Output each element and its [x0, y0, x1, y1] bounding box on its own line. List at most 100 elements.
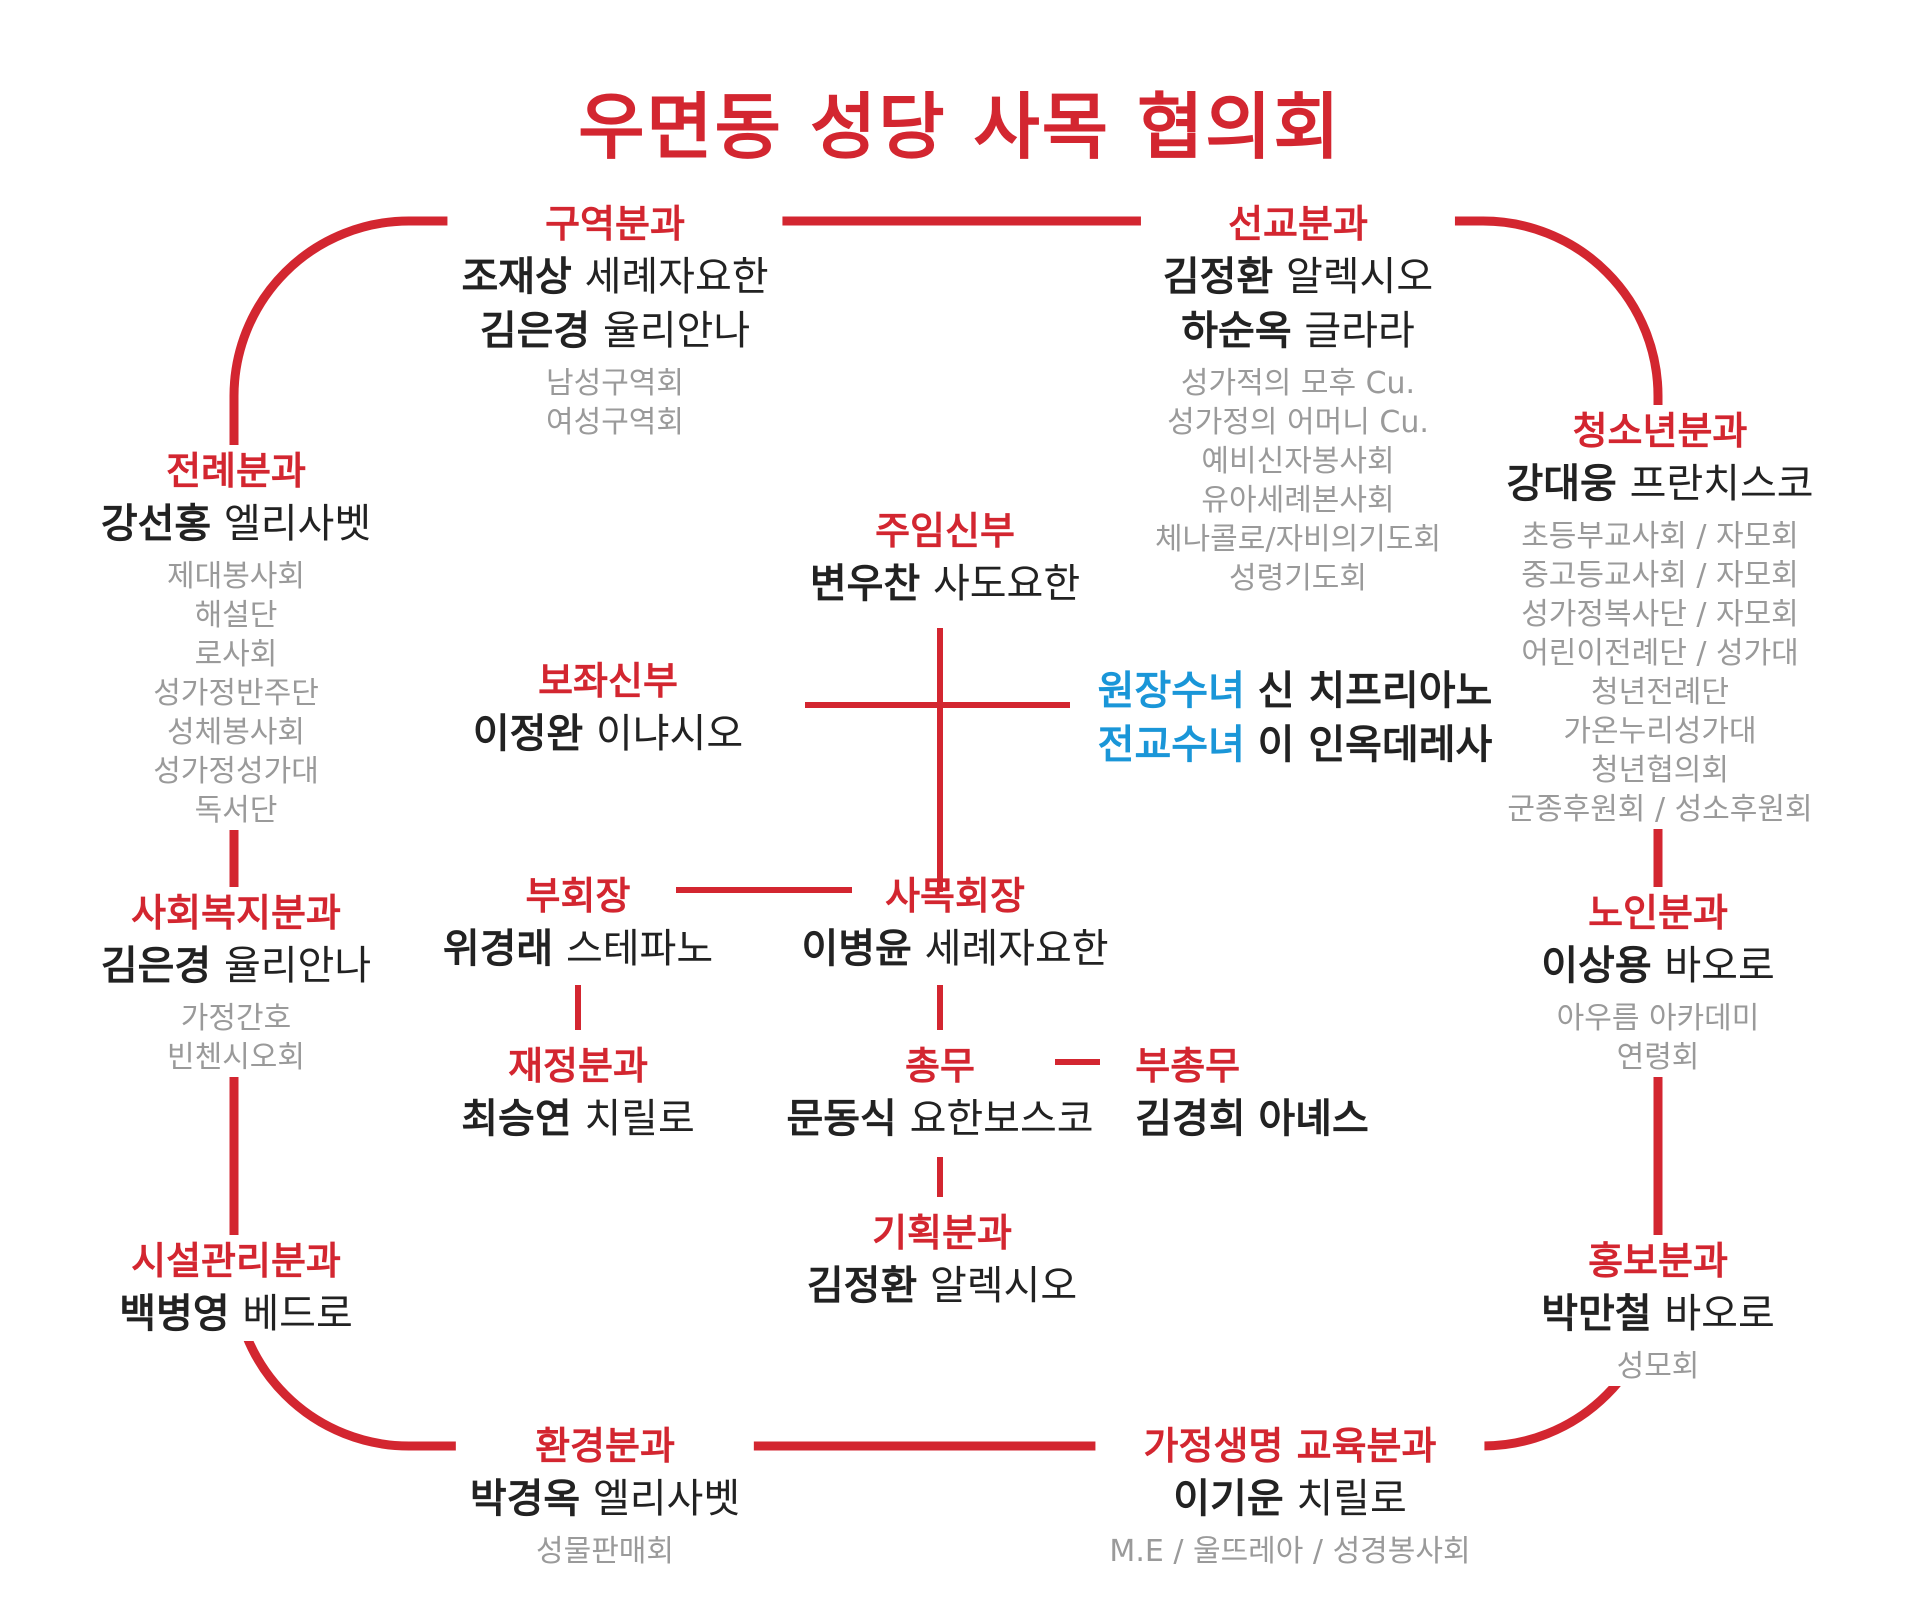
member: 이상용 바오로 — [1541, 939, 1775, 993]
member-name: 이기운 — [1173, 1476, 1284, 1522]
sub-group: M.E / 울뜨레아 / 성경봉사회 — [1109, 1534, 1471, 1569]
node-title: 시설관리분과 — [131, 1239, 341, 1283]
sub-group: 군종후원회 / 성소후원회 — [1507, 792, 1813, 827]
sub-group: 청년협의회 — [1591, 753, 1729, 788]
node-nuns: 원장수녀 신 치프리아노 전교수녀 이 인옥데레사 — [1098, 664, 1493, 772]
sub-groups: 성물판매회 — [470, 1532, 740, 1571]
member-name: 김정환 — [806, 1263, 918, 1309]
sub-groups: 가정간호 빈첸시오회 — [101, 999, 371, 1077]
sub-groups: 남성구역회 여성구역회 — [461, 364, 768, 442]
node-title: 선교분과 — [1228, 202, 1368, 246]
member: 이병윤 세례자요한 — [801, 922, 1108, 976]
member: 김은경 율리안나 — [461, 304, 768, 358]
baptismal-name: 스테파노 — [565, 926, 714, 972]
member: 김경희 아녜스 — [1135, 1092, 1369, 1146]
node-planning: 기획분과 김정환 알렉시오 — [807, 1207, 1077, 1313]
sub-group: 성가정복사단 / 자모회 — [1521, 597, 1799, 632]
node-title: 노인분과 — [1588, 891, 1728, 935]
node-pastor: 주임신부 변우찬 사도요한 — [810, 505, 1080, 611]
baptismal-name: 세례자요한 — [584, 254, 769, 300]
node-title: 부회장 — [525, 874, 631, 918]
node-title: 기획분과 — [872, 1211, 1012, 1255]
member: 조재상 세례자요한 — [461, 250, 768, 304]
node-vicechair: 부회장 위경래 스테파노 — [443, 870, 713, 976]
member-name: 김은경 — [100, 943, 212, 989]
node-title: 구역분과 — [545, 202, 685, 246]
sub-groups: M.E / 울뜨레아 / 성경봉사회 — [1109, 1532, 1470, 1571]
member-name: 박만철 — [1541, 1291, 1652, 1337]
baptismal-name: 사도요한 — [932, 561, 1081, 607]
node-title: 총무 — [905, 1044, 975, 1088]
sub-group: 성령기도회 — [1228, 561, 1367, 596]
page-title: 우면동 성당 사목 협의회 — [578, 85, 1342, 169]
sub-group: 예비신자봉사회 — [1201, 444, 1395, 479]
node-title: 주임신부 — [875, 509, 1015, 553]
node-chair: 사목회장 이병윤 세례자요한 — [801, 870, 1108, 976]
sub-group: 가정간호 — [180, 1001, 292, 1036]
member: 이정완 이냐시오 — [473, 707, 743, 761]
member: 김정환 알렉시오 — [1155, 250, 1441, 304]
member: 박만철 바오로 — [1541, 1287, 1775, 1341]
node-title: 가정생명 교육분과 — [1143, 1424, 1437, 1468]
nun-row: 원장수녀 신 치프리아노 — [1098, 664, 1493, 718]
baptismal-name: 치릴로 — [584, 1096, 695, 1142]
node-title: 전례분과 — [166, 449, 306, 493]
node-jeollye: 전례분과 강선홍 엘리사벳 제대봉사회 해설단 로사회 성가정반주단 성체봉사회… — [92, 445, 380, 830]
baptismal-name: 베드로 — [242, 1291, 353, 1337]
sub-group: 성물판매회 — [535, 1534, 674, 1569]
baptismal-name: 엘리사벳 — [223, 501, 372, 547]
member: 최승연 치릴로 — [461, 1092, 695, 1146]
sub-group: 체나콜로/자비의기도회 — [1154, 522, 1442, 557]
member-name: 강대웅 — [1506, 461, 1617, 507]
member-name: 김은경 — [479, 308, 591, 354]
member-name: 김경희 — [1135, 1096, 1246, 1142]
member-name: 김정환 — [1162, 254, 1274, 300]
sub-group: 어린이전례단 / 성가대 — [1521, 636, 1799, 671]
sub-group: 성모회 — [1616, 1349, 1700, 1384]
member-name: 위경래 — [442, 926, 554, 972]
sub-group: 성가정반주단 — [153, 676, 319, 711]
sub-group: 해설단 — [194, 598, 278, 633]
sub-group: 가온누리성가대 — [1563, 714, 1757, 749]
node-seongyo: 선교분과 김정환 알렉시오 하순옥 글라라 성가적의 모후 Cu. 성가정의 어… — [1140, 198, 1456, 598]
sub-group: 성가적의 모후 Cu. — [1180, 366, 1416, 401]
member-name: 하순옥 — [1181, 308, 1292, 354]
member: 강선홍 엘리사벳 — [101, 497, 371, 551]
baptismal-name: 바오로 — [1664, 943, 1775, 989]
baptismal-name: 율리안나 — [223, 943, 372, 989]
node-title: 부총무 — [1135, 1044, 1241, 1088]
member: 김정환 알렉시오 — [807, 1259, 1077, 1313]
sub-group: 아우름 아카데미 — [1556, 1001, 1760, 1036]
sub-group: 성가정성가대 — [153, 754, 319, 789]
baptismal-name: 아녜스 — [1258, 1096, 1369, 1142]
sub-group: 제대봉사회 — [166, 559, 305, 594]
member-name: 이병윤 — [801, 926, 912, 972]
member: 김은경 율리안나 — [101, 939, 371, 993]
sub-group: 청년전례단 — [1591, 675, 1729, 710]
sub-groups: 제대봉사회 해설단 로사회 성가정반주단 성체봉사회 성가정성가대 독서단 — [101, 557, 371, 830]
node-title: 사목회장 — [885, 874, 1025, 918]
member: 위경래 스테파노 — [443, 922, 713, 976]
sub-group: 남성구역회 — [546, 366, 684, 401]
sub-group: 독서단 — [194, 793, 278, 828]
nun-name: 이 인옥데레사 — [1257, 722, 1493, 768]
baptismal-name: 알렉시오 — [1285, 254, 1434, 300]
sub-group: 중고등교사회 / 자모회 — [1521, 558, 1799, 593]
member: 하순옥 글라라 — [1155, 304, 1441, 358]
baptismal-name: 엘리사벳 — [592, 1476, 741, 1522]
baptismal-name: 알렉시오 — [929, 1263, 1078, 1309]
sub-groups: 초등부교사회 / 자모회 중고등교사회 / 자모회 성가정복사단 / 자모회 어… — [1506, 517, 1813, 829]
sub-group: 성가정의 어머니 Cu. — [1167, 405, 1429, 440]
node-title: 환경분과 — [535, 1424, 675, 1468]
member: 문동식 요한보스코 — [786, 1092, 1093, 1146]
member: 백병영 베드로 — [119, 1287, 353, 1341]
member-name: 변우찬 — [809, 561, 921, 607]
node-environment: 환경분과 박경옥 엘리사벳 성물판매회 — [455, 1420, 755, 1571]
sub-group: 초등부교사회 / 자모회 — [1521, 519, 1799, 554]
node-title: 보좌신부 — [538, 659, 678, 703]
sub-groups: 성모회 — [1541, 1347, 1775, 1386]
outer-frame — [229, 216, 1663, 1451]
node-pr: 홍보분과 박만철 바오로 성모회 — [1527, 1235, 1789, 1386]
member-name: 문동식 — [786, 1096, 897, 1142]
